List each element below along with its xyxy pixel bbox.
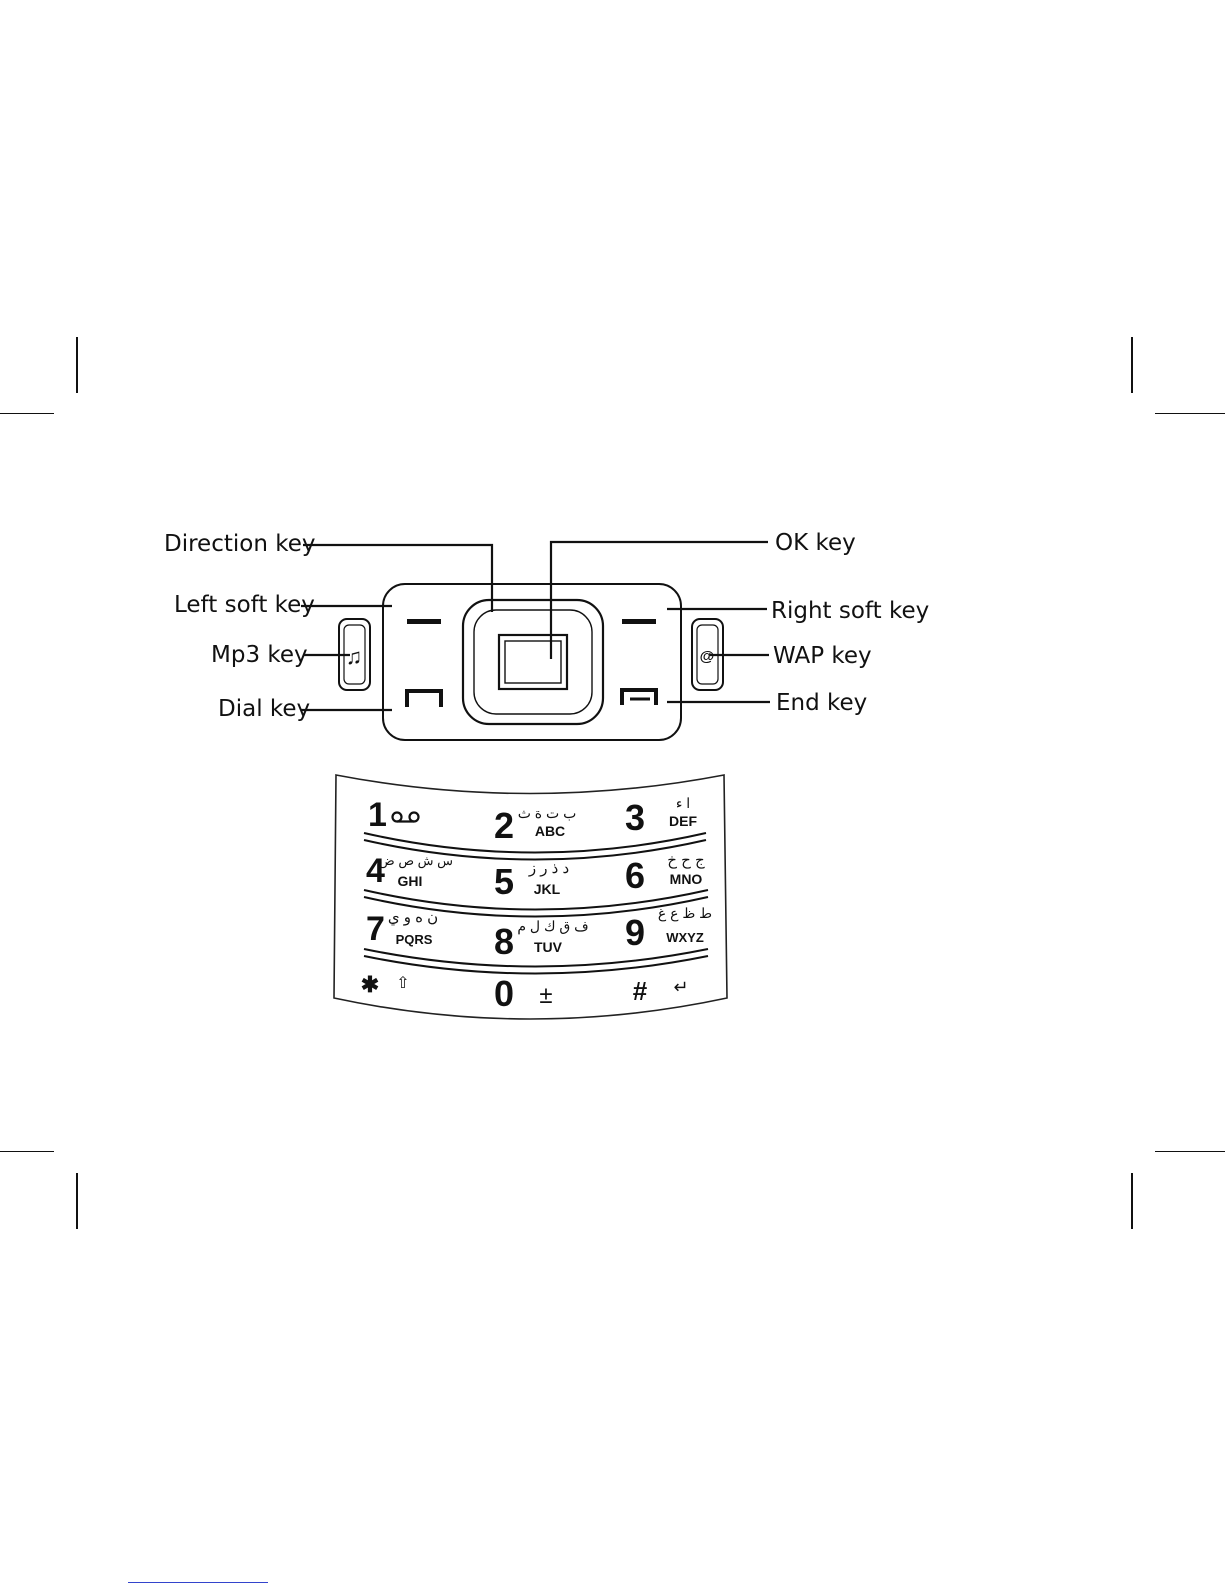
key-digit: 3 [625, 797, 645, 838]
key-5[interactable]: 5 د ذ ر ز JKL [494, 860, 569, 902]
key-letters: DEF [669, 813, 697, 829]
key-arabic: ف ق ك ل م [517, 918, 588, 935]
key-3[interactable]: 3 ا ء DEF [625, 795, 697, 838]
key-letters: TUV [534, 939, 563, 955]
key-letters: PQRS [396, 932, 433, 947]
key-letters: ABC [535, 823, 565, 839]
key-4[interactable]: 4 س ش ص ض GHI [366, 852, 453, 890]
key-digit: 5 [494, 861, 514, 902]
key-digit: 1 [368, 796, 387, 834]
key-digit: # [633, 976, 648, 1006]
key-1[interactable]: 1 [368, 796, 419, 834]
key-digit: 7 [366, 910, 385, 948]
enter-icon: ↵ [673, 977, 688, 997]
key-arabic: ن ه و ي [388, 909, 438, 926]
key-digit: 9 [625, 912, 645, 953]
plus-minus-icon: ± [539, 982, 552, 1009]
key-star[interactable]: ✱ ⇧ [361, 972, 410, 997]
key-8[interactable]: 8 ف ق ك ل م TUV [494, 918, 589, 962]
key-7[interactable]: 7 ن ه و ي PQRS [366, 909, 438, 948]
key-digit: 8 [494, 921, 514, 962]
key-arabic: ج ح خ [667, 852, 705, 869]
voicemail-icon [393, 813, 419, 822]
shift-icon: ⇧ [396, 975, 409, 992]
key-digit: ✱ [361, 972, 379, 997]
key-2[interactable]: 2 ب ت ة ث ABC [494, 805, 576, 846]
key-letters: GHI [398, 873, 423, 889]
key-digit: 6 [625, 855, 645, 896]
key-digit: 2 [494, 805, 514, 846]
key-digit: 0 [494, 973, 514, 1014]
key-arabic: ا ء [676, 795, 690, 811]
key-hash[interactable]: # ↵ [633, 976, 689, 1006]
key-9[interactable]: 9 ط ظ ع غ WXYZ [625, 905, 712, 953]
key-letters: WXYZ [666, 930, 704, 945]
key-arabic: د ذ ر ز [528, 860, 569, 877]
key-arabic: ب ت ة ث [518, 805, 577, 821]
key-0[interactable]: 0 ± [494, 973, 553, 1014]
key-6[interactable]: 6 ج ح خ MNO [625, 852, 705, 896]
key-arabic: ط ظ ع غ [658, 905, 712, 922]
key-letters: MNO [670, 871, 703, 887]
key-letters: JKL [534, 881, 561, 897]
key-arabic: س ش ص ض [379, 853, 453, 869]
